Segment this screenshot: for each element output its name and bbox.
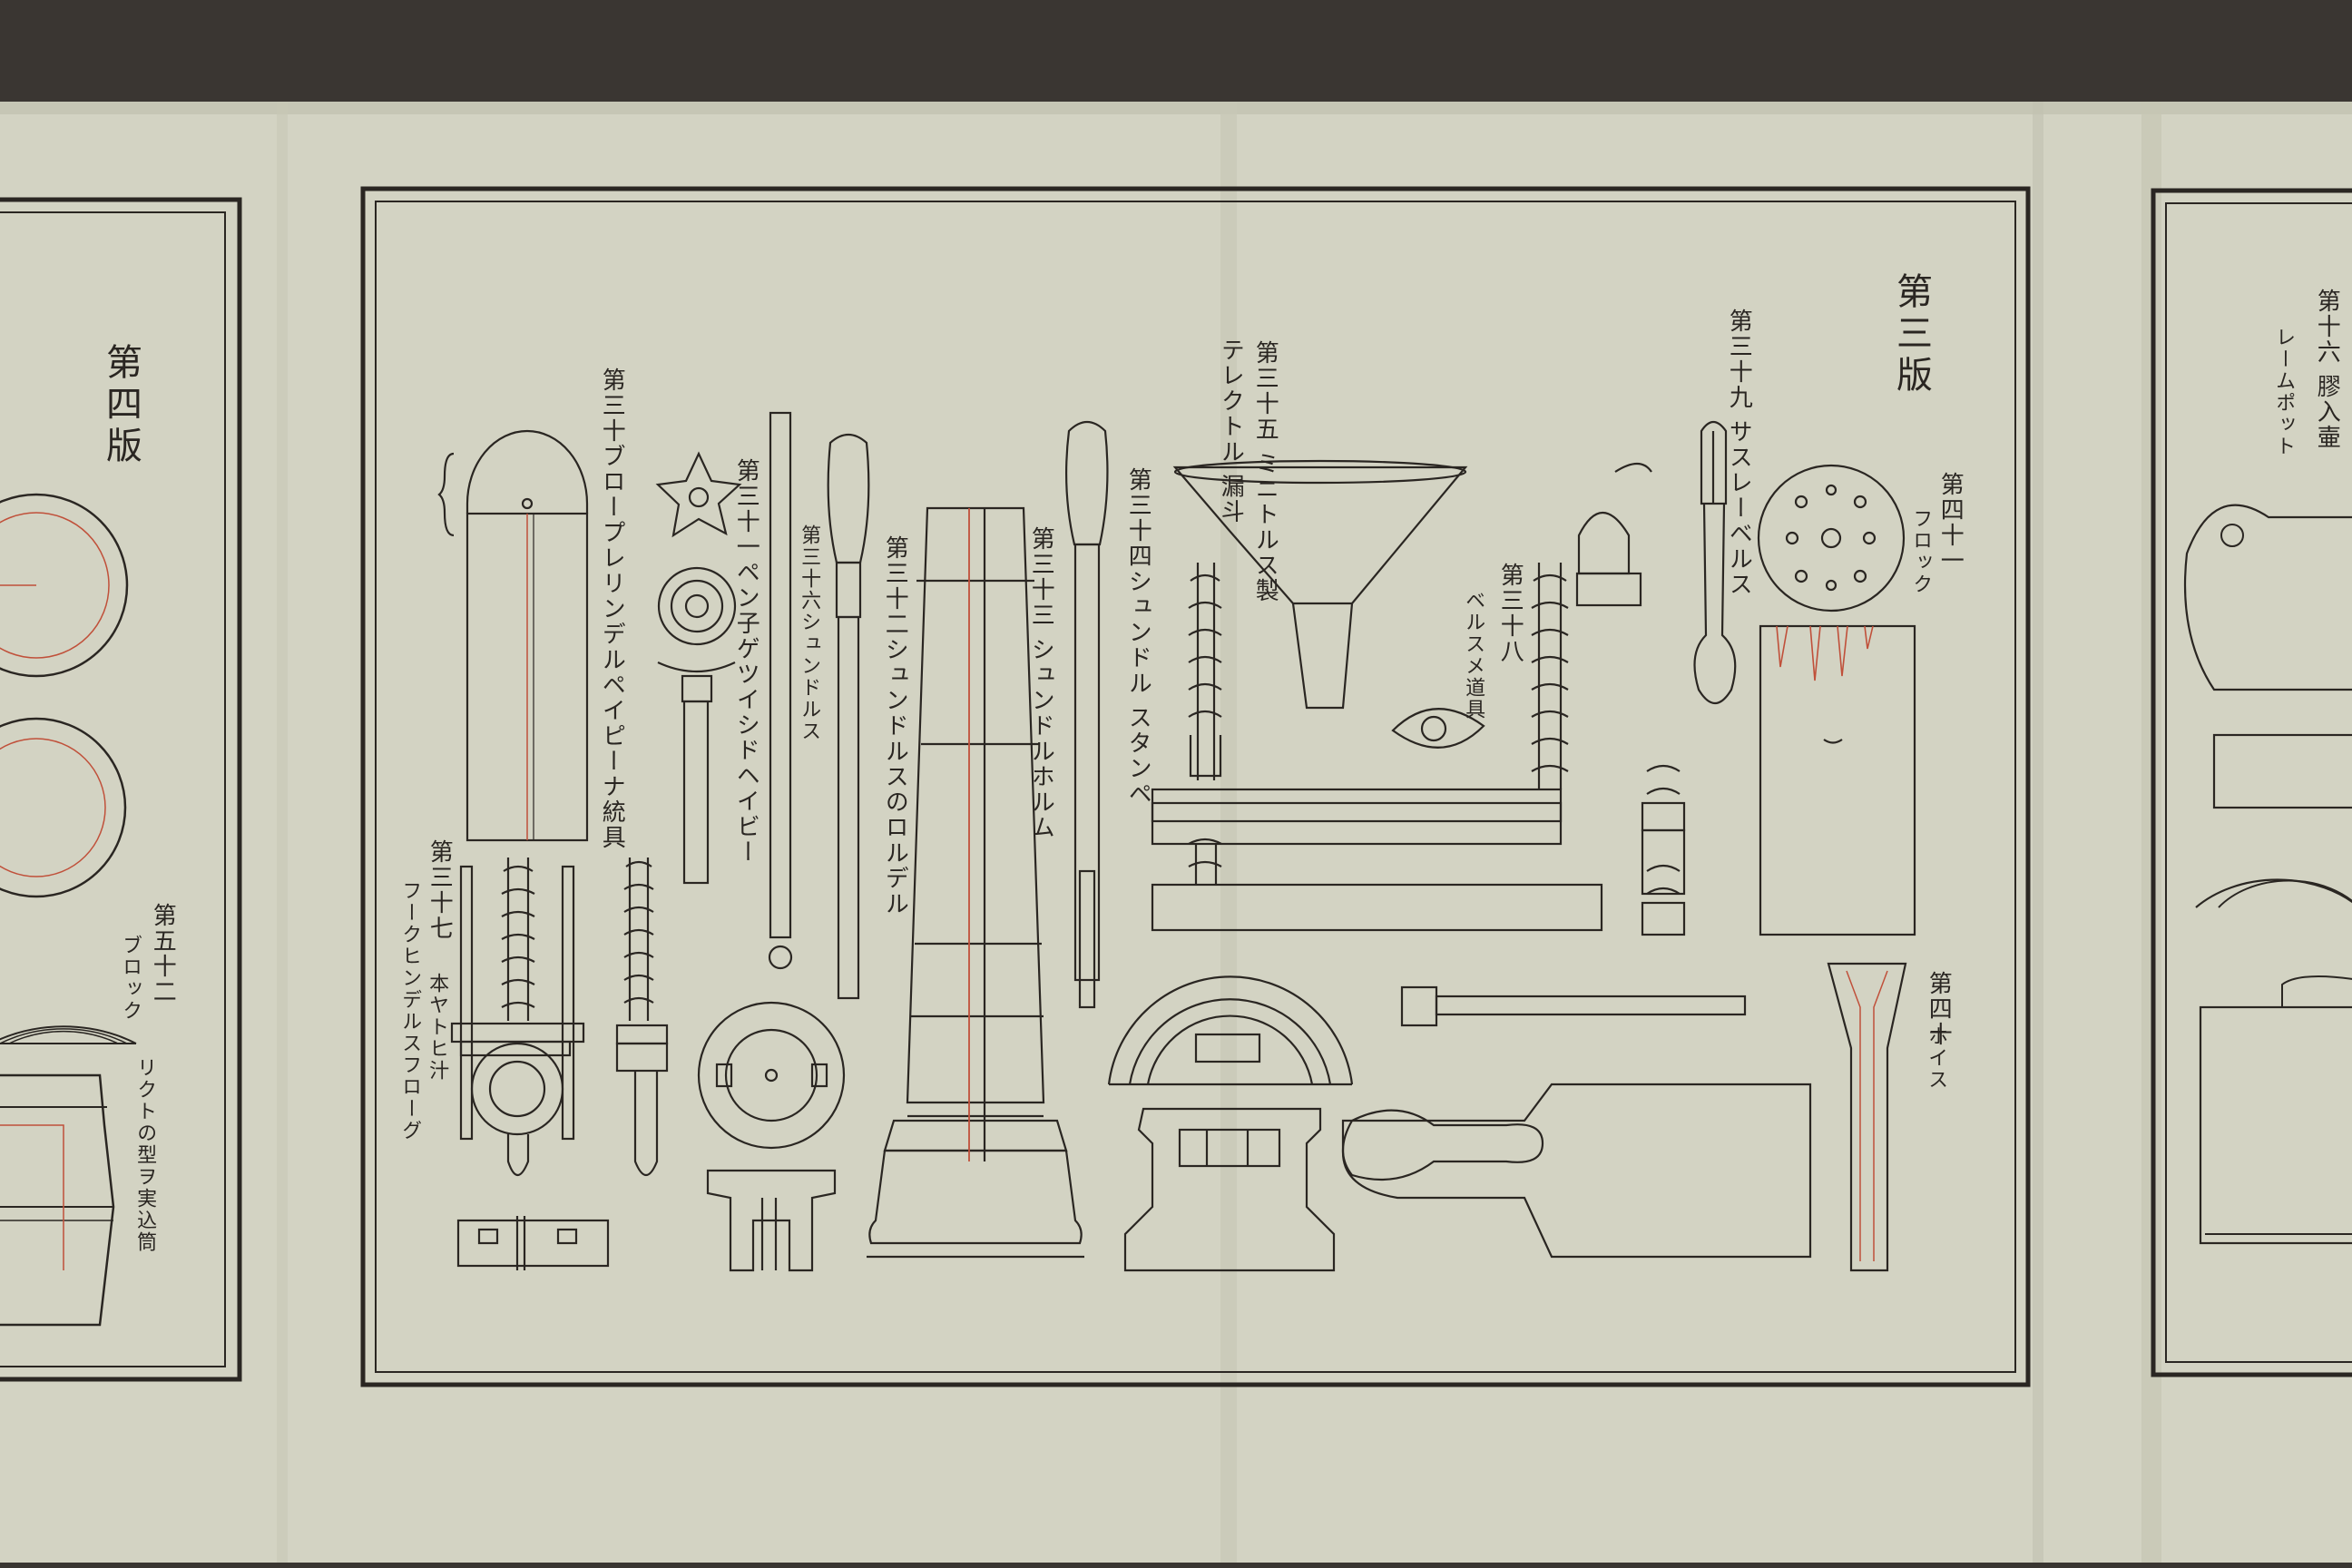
label-41-sub: フロック xyxy=(1909,508,1933,595)
left-plate xyxy=(0,197,242,1382)
right-plate-label: 第十六 膠入壷 xyxy=(2313,289,2341,451)
label-40: 第四十 xyxy=(1925,971,1953,1047)
center-plate-number: 第三版 xyxy=(1890,272,1932,397)
left-plate-number: 第四版 xyxy=(100,343,142,468)
label-35-b: テレクトル 漏斗 xyxy=(1217,338,1245,525)
paper-strip xyxy=(0,102,2352,1563)
label-31: 第三十一ペン子ゲツイシドヘイビー xyxy=(732,458,760,865)
right-plate-sublabel: レームポット xyxy=(2272,327,2296,457)
center-plate-frame xyxy=(360,186,2031,1387)
label-35-a: 第三十五 ミニトルス製 xyxy=(1251,340,1279,604)
label-37-sub: フークヒンデルスフローグ xyxy=(398,880,422,1142)
label-40-sub: ホイス xyxy=(1925,1025,1948,1091)
label-34: 第三十四シュンドル スタンペ xyxy=(1124,467,1152,808)
label-38-sub: ベルスメ道具 xyxy=(1462,590,1485,720)
label-38: 第三十八 xyxy=(1496,563,1524,664)
label-33: 第三十三 シュンドルホルム xyxy=(1027,526,1055,841)
label-52-note: リクトの型ヲ実込筒 xyxy=(133,1057,157,1253)
label-52-sub: ブロック xyxy=(119,935,142,1022)
label-37: 第三十七 xyxy=(426,839,454,941)
label-36: 第三十六シュンドルス xyxy=(798,524,821,742)
label-37-note: 本ヤトヒ汁 xyxy=(426,973,449,1082)
center-plate-drawings xyxy=(437,411,1916,1272)
label-39: 第三十九 サスレーベルス xyxy=(1725,309,1753,598)
label-52: 第五十二 xyxy=(149,903,177,1004)
label-32: 第三十二シュンドルスのロルデル xyxy=(881,535,909,916)
label-30: 第三十ブロープレリンデルペイピーナ統具 xyxy=(598,368,626,850)
label-41: 第四十一 xyxy=(1936,472,1965,573)
right-plate xyxy=(2151,188,2352,1377)
